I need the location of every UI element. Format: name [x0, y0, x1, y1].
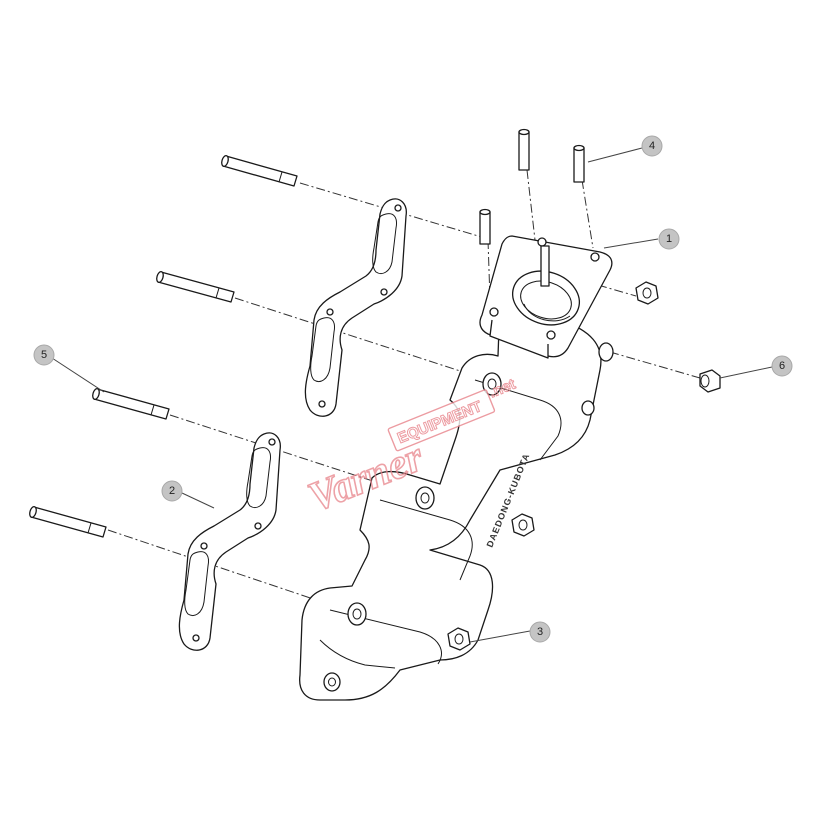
callout-number-6: 6: [779, 360, 785, 372]
port-boss-4: [323, 672, 341, 692]
stud-group-top: [479, 128, 585, 245]
stud-left-2: [156, 270, 235, 303]
stud-left-4: [29, 505, 107, 538]
outlet-flange: [479, 235, 613, 359]
gasket-lower: [178, 432, 281, 651]
flange-nut-right-upper: [635, 281, 659, 305]
stud-left-1: [221, 154, 298, 187]
port-boss-2: [415, 486, 435, 510]
cap-nut: [699, 369, 721, 393]
gasket-upper: [304, 198, 407, 417]
stud-top-2: [573, 144, 585, 183]
stud-group-left: [29, 154, 298, 538]
callout-1: 1: [658, 228, 680, 250]
callout-number-3: 3: [537, 626, 543, 638]
callout-number-2: 2: [169, 485, 175, 497]
callout-number-4: 4: [649, 140, 655, 152]
callout-leaders: [51, 147, 773, 643]
callout-6: 6: [771, 355, 793, 377]
stud-top-3: [479, 208, 491, 245]
port-boss-3: [347, 602, 367, 626]
stud-top-1: [518, 128, 530, 171]
flange-nut-middle: [511, 513, 535, 537]
callout-5: 5: [33, 344, 55, 366]
callout-number-1: 1: [666, 233, 672, 245]
port-boss-1: [482, 372, 502, 396]
callout-4: 4: [641, 135, 663, 157]
nut-group: [447, 281, 721, 651]
callout-2: 2: [161, 480, 183, 502]
flange-nut-lower: [447, 627, 471, 651]
stud-left-3: [92, 387, 170, 420]
callout-number-5: 5: [41, 349, 47, 361]
callout-3: 3: [529, 621, 551, 643]
